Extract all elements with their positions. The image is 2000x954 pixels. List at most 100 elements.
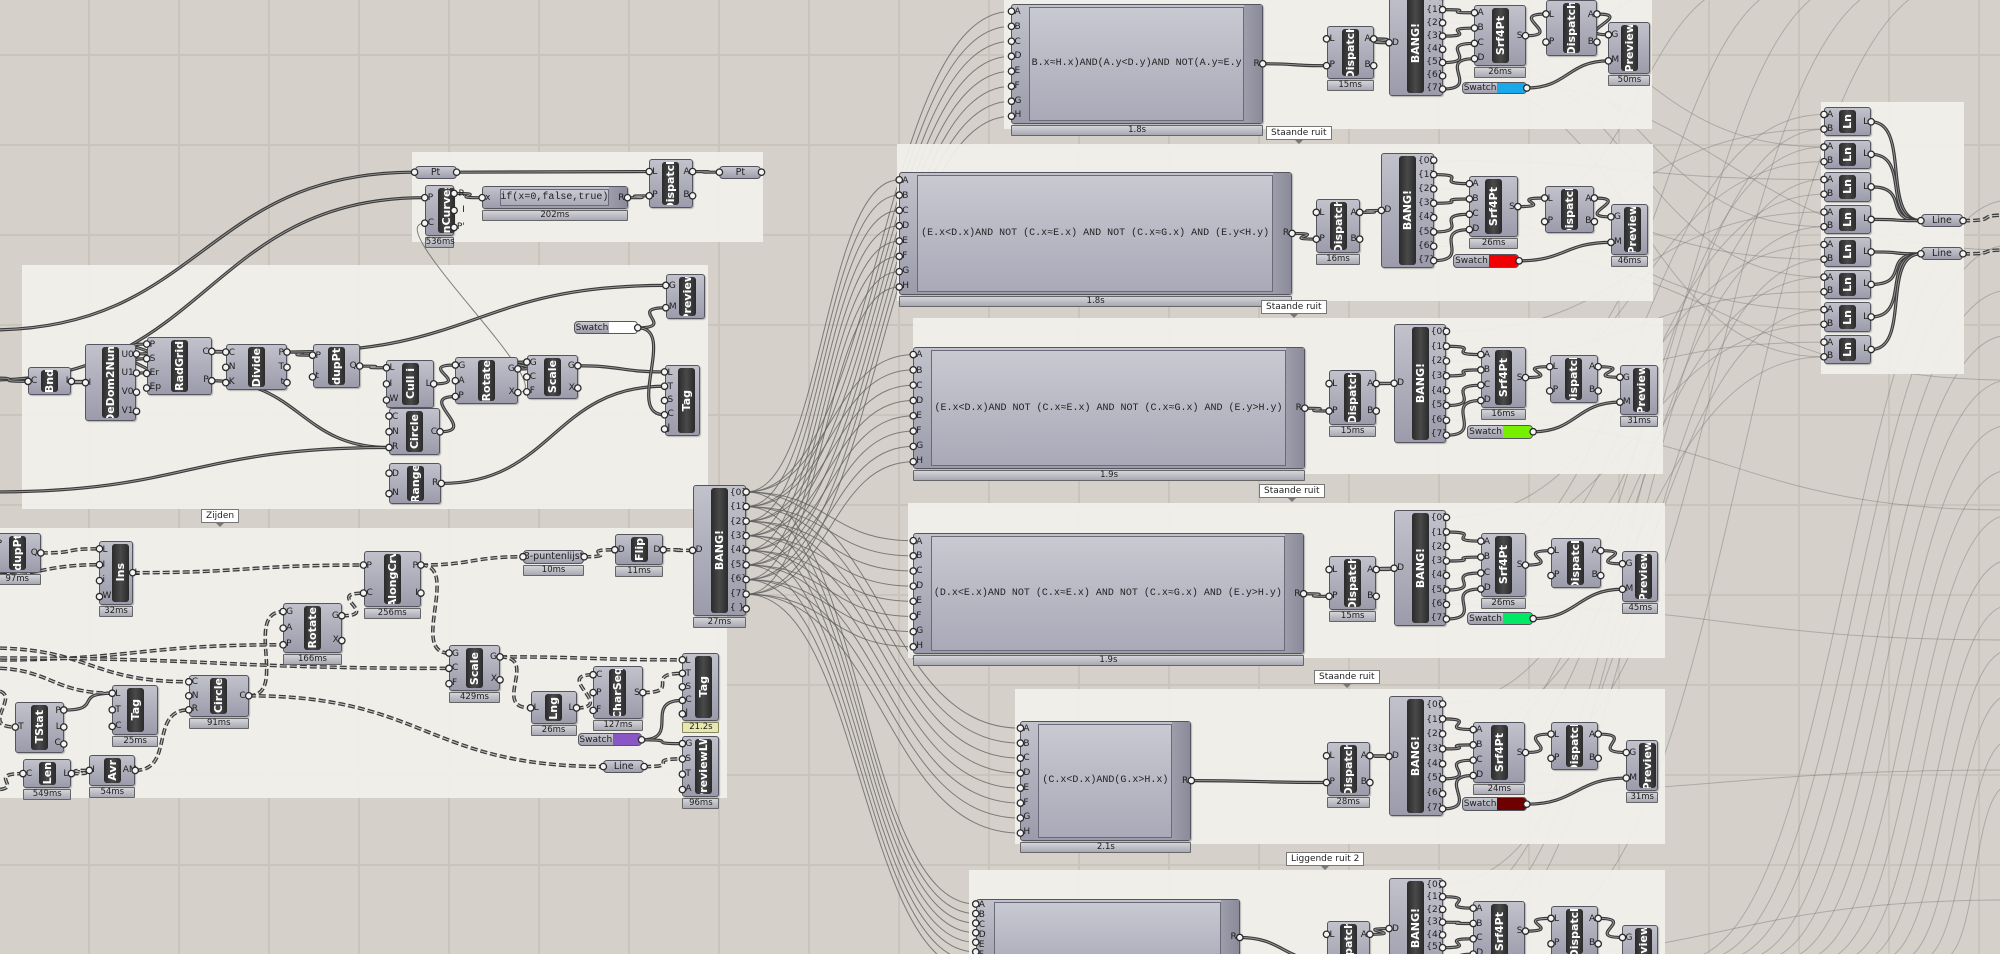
output-port-3[interactable]: {3} bbox=[1430, 370, 1448, 381]
output-port-b[interactable]: B bbox=[1589, 938, 1596, 949]
input-port-d[interactable]: D bbox=[695, 545, 703, 556]
output-port-3[interactable]: {3} bbox=[1418, 198, 1436, 209]
swatch-color[interactable] bbox=[612, 734, 641, 746]
input-port-j[interactable]: J bbox=[685, 708, 689, 719]
input-port-b[interactable]: B bbox=[1826, 286, 1834, 297]
output-port-r[interactable]: R bbox=[432, 478, 439, 489]
output-port-2[interactable]: {2} bbox=[1430, 541, 1448, 552]
input-port-g[interactable]: G bbox=[685, 739, 693, 750]
output-port-a[interactable]: A bbox=[1364, 34, 1371, 45]
input-port-b[interactable]: B bbox=[1826, 188, 1834, 199]
input-port-g[interactable]: G bbox=[529, 357, 537, 368]
component-nickname-bar[interactable]: Preview bbox=[1632, 367, 1650, 412]
output-port-b[interactable]: B bbox=[1587, 36, 1594, 47]
output-port-2[interactable]: {2} bbox=[729, 516, 748, 527]
component-nickname-bar[interactable]: Srf4Pt bbox=[1485, 179, 1503, 235]
component-nickname-bar[interactable]: Ln bbox=[1839, 240, 1857, 264]
input-port-s[interactable]: S bbox=[149, 353, 156, 364]
swatch-component[interactable]: Swatch bbox=[1461, 81, 1527, 95]
input-port-b[interactable]: B bbox=[1826, 221, 1834, 232]
input-port-j[interactable]: J bbox=[667, 423, 671, 434]
output-port-p[interactable]: P bbox=[412, 560, 418, 571]
output-port-6[interactable]: {6} bbox=[1430, 598, 1448, 609]
input-port-b[interactable]: B bbox=[1023, 738, 1030, 749]
input-port-c[interactable]: C bbox=[115, 720, 122, 731]
input-port-b[interactable]: B bbox=[1826, 253, 1834, 264]
swatch-color[interactable] bbox=[1497, 82, 1526, 94]
input-port-d[interactable]: D bbox=[1392, 751, 1399, 762]
component-nickname-bar[interactable]: Ln bbox=[1839, 142, 1857, 166]
output-port-p[interactable]: P' bbox=[456, 221, 465, 232]
output-port-q[interactable]: Q bbox=[349, 361, 357, 372]
input-port-l[interactable]: L bbox=[1332, 379, 1338, 390]
component-nickname-bar[interactable]: InCurves bbox=[437, 187, 455, 233]
output-port-1[interactable]: {1} bbox=[1426, 892, 1444, 903]
output-port-a[interactable]: A bbox=[1367, 379, 1374, 390]
input-port-b[interactable]: B bbox=[1826, 318, 1834, 329]
input-port-c[interactable]: C bbox=[392, 411, 399, 422]
output-port-r[interactable]: R bbox=[618, 192, 625, 203]
input-port-e[interactable]: E bbox=[902, 235, 908, 246]
output-port-r[interactable]: R bbox=[1182, 775, 1189, 786]
input-port-d[interactable]: D bbox=[1472, 223, 1480, 234]
input-port-c[interactable]: C bbox=[1023, 753, 1030, 764]
input-port-c[interactable]: C bbox=[667, 409, 674, 420]
component-nickname-bar[interactable]: BANG! bbox=[1407, 699, 1425, 814]
input-port-g[interactable]: G bbox=[451, 648, 459, 659]
param-line[interactable]: Line bbox=[1920, 214, 1963, 228]
input-port-x[interactable]: x bbox=[485, 192, 491, 203]
output-port-g[interactable]: G bbox=[331, 611, 339, 622]
input-port-f[interactable]: F bbox=[596, 704, 602, 715]
output-port-x[interactable]: X bbox=[332, 635, 339, 646]
input-port-a[interactable]: A bbox=[1472, 179, 1479, 190]
output-port-r[interactable]: R bbox=[458, 189, 465, 200]
output-port-c[interactable]: C bbox=[430, 426, 438, 437]
output-port-7[interactable]: {7} bbox=[1430, 613, 1448, 624]
output-port-u0[interactable]: U0 bbox=[121, 349, 134, 360]
param-line[interactable]: Line bbox=[603, 760, 645, 773]
input-port-p[interactable]: P bbox=[0, 539, 7, 549]
input-port-a[interactable]: A bbox=[1826, 175, 1834, 186]
input-port-a[interactable]: A bbox=[978, 900, 985, 911]
output-port-i[interactable]: I bbox=[462, 205, 465, 216]
component-nickname-bar[interactable]: RadGrid bbox=[170, 339, 188, 393]
output-port-a[interactable]: A bbox=[1360, 929, 1367, 940]
input-port-l[interactable]: L bbox=[1547, 193, 1553, 204]
input-port-b[interactable]: B bbox=[902, 190, 909, 201]
output-port-7[interactable]: {7} bbox=[1426, 802, 1444, 813]
input-port-t[interactable]: T bbox=[115, 704, 121, 715]
input-port-p[interactable]: P bbox=[366, 560, 372, 571]
output-port-b[interactable]: B bbox=[1364, 60, 1371, 71]
input-port-g[interactable]: G bbox=[286, 607, 294, 618]
input-port-p[interactable]: P bbox=[149, 339, 156, 350]
input-port-l[interactable]: L bbox=[533, 702, 539, 713]
output-port-1[interactable]: {1} bbox=[1430, 341, 1448, 352]
output-port-7[interactable]: {7} bbox=[729, 588, 748, 599]
output-port-t[interactable]: T bbox=[278, 362, 284, 373]
output-port-3[interactable]: {3} bbox=[1426, 743, 1444, 754]
output-port-s[interactable]: S bbox=[634, 687, 640, 698]
output-port-7[interactable]: {7} bbox=[1430, 429, 1448, 440]
param-line[interactable]: Line bbox=[1920, 247, 1963, 261]
output-port-l[interactable]: L bbox=[1863, 181, 1869, 192]
swatch-component[interactable]: Swatch bbox=[1452, 253, 1520, 268]
output-port-r[interactable]: R bbox=[1295, 403, 1302, 414]
input-port-d[interactable]: D bbox=[1483, 583, 1491, 594]
input-port-t[interactable]: T bbox=[18, 722, 24, 733]
input-port-a[interactable]: A bbox=[1483, 350, 1491, 361]
input-port-c[interactable]: C bbox=[1483, 379, 1491, 390]
input-port-l[interactable]: L bbox=[1552, 362, 1558, 373]
output-port-4[interactable]: {4} bbox=[1418, 212, 1436, 223]
input-port-c[interactable]: C bbox=[1472, 209, 1479, 219]
expression-body[interactable]: (B.x≈H.x)AND(A.y<D.y)AND NOT(A.y≈E.y) bbox=[1029, 6, 1244, 121]
component-nickname-bar[interactable]: Lng bbox=[545, 694, 563, 722]
